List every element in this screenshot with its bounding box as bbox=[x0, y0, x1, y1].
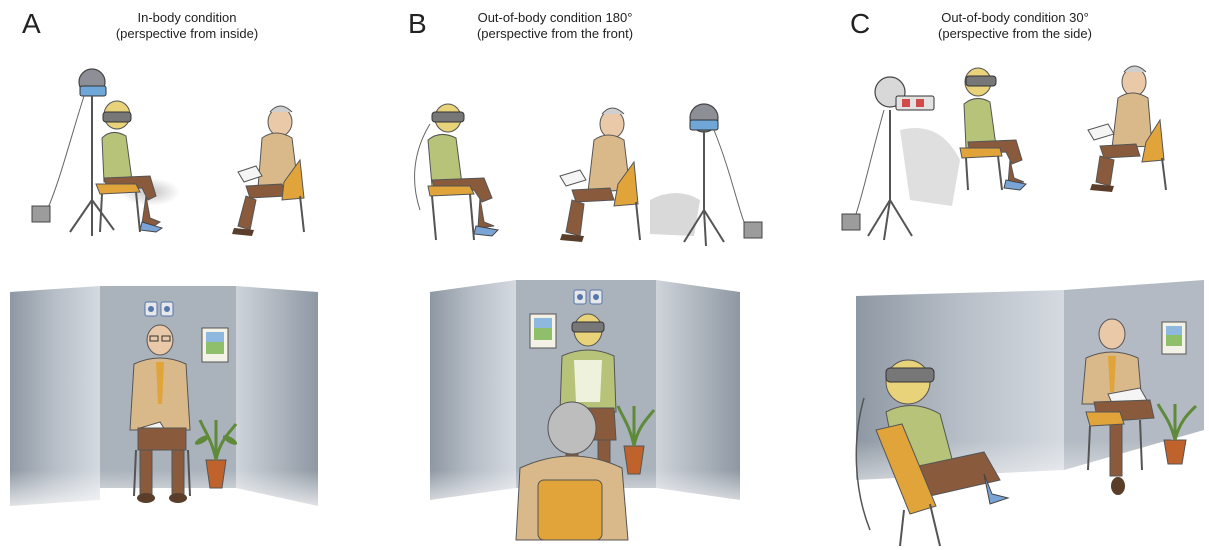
wall-picture bbox=[202, 328, 228, 362]
panel-b-room-view bbox=[430, 280, 740, 540]
experimenter-figure bbox=[1088, 66, 1166, 192]
participant-figure bbox=[960, 68, 1026, 190]
wall-picture bbox=[1162, 322, 1186, 354]
participant-figure bbox=[415, 104, 498, 240]
experimenter-figure bbox=[232, 106, 304, 236]
panel-c-room-view bbox=[856, 280, 1206, 546]
panel-a-top-scene bbox=[32, 69, 304, 236]
camera-tripod bbox=[842, 77, 960, 240]
panel-a-room-view bbox=[10, 286, 318, 520]
wall-picture bbox=[530, 314, 556, 348]
experimenter-figure bbox=[560, 108, 640, 242]
panel-b-top-scene bbox=[415, 104, 762, 246]
panel-c-top-scene bbox=[842, 66, 1166, 240]
camera-tripod bbox=[650, 104, 762, 246]
participant-figure bbox=[96, 101, 180, 232]
